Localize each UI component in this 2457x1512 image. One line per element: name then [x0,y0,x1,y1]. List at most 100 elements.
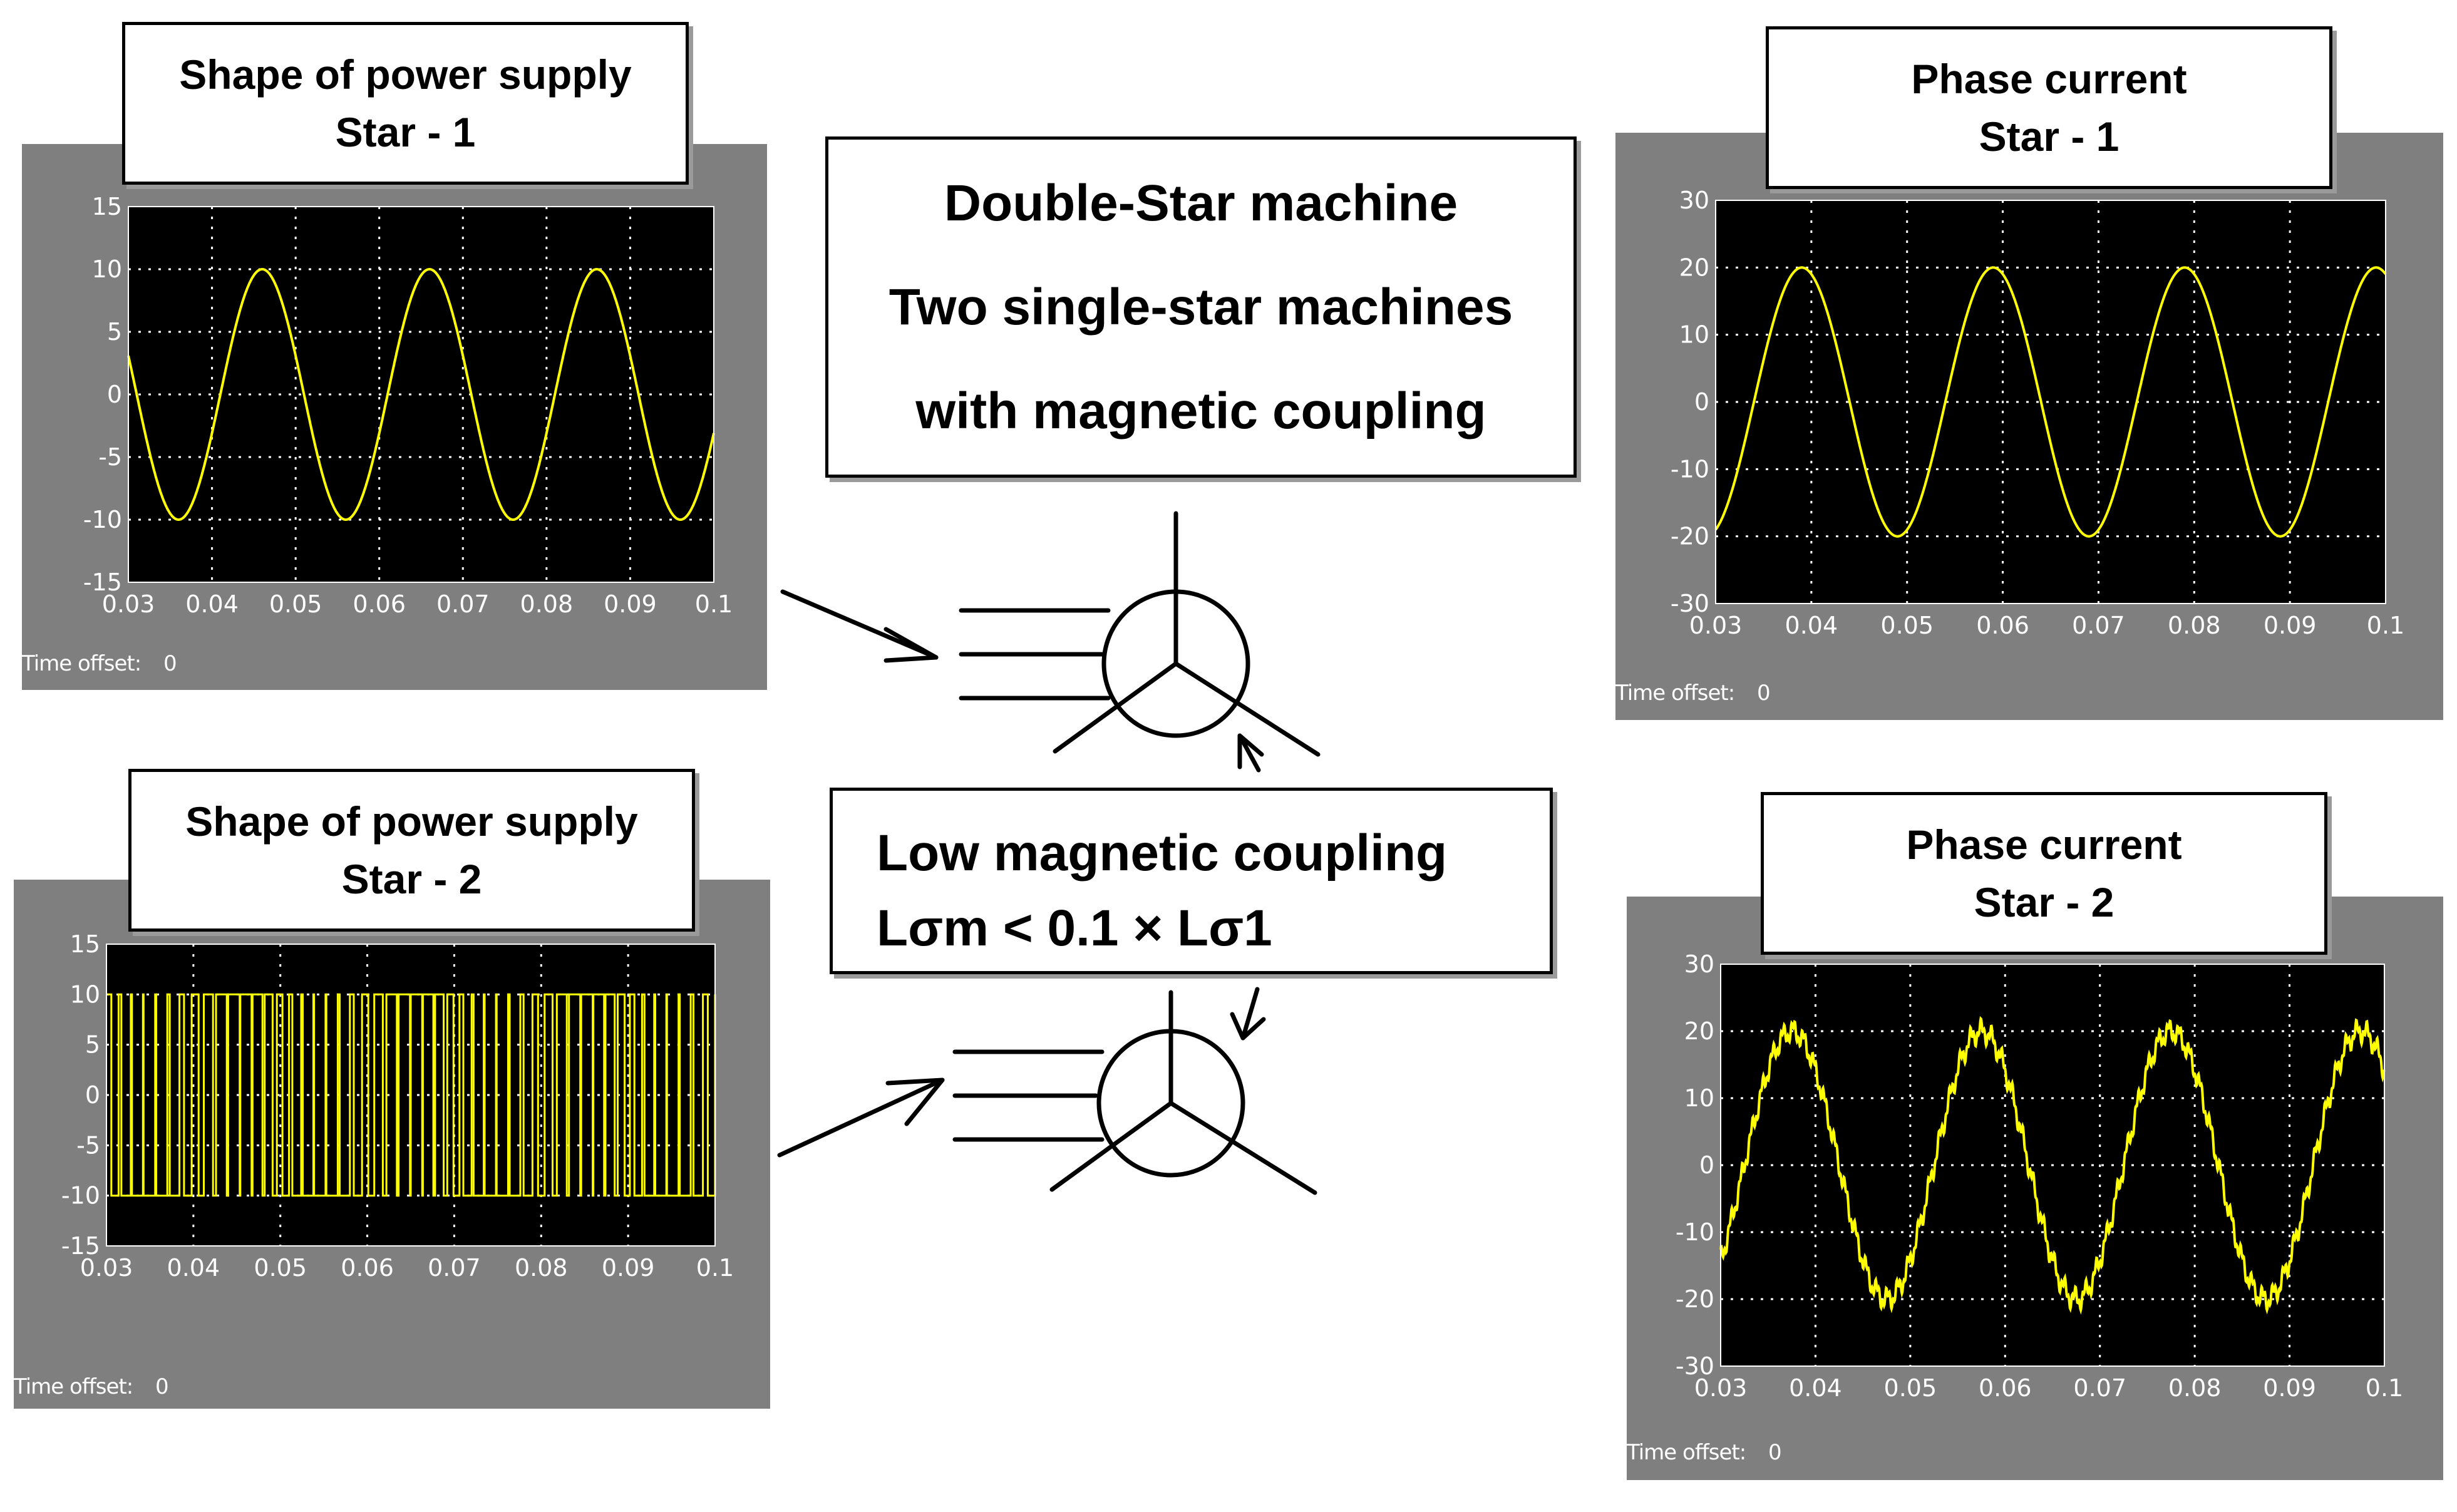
y-tick-label: 10 [1679,321,1709,349]
y-tick-label: 20 [1684,1017,1714,1045]
y-tick-label: -10 [1676,1218,1714,1246]
y-tick-label: -5 [98,443,122,471]
arrow-icon [780,589,939,663]
x-tick-label: 0.07 [2073,1374,2126,1402]
y-tick-label: -5 [76,1131,100,1159]
scope-plot-svg: 30 20 10 0 -10 -20 -300.03 0.04 0.05 0.06 0.07 0.08… [1671,187,2404,639]
signal-trace [1714,266,2387,538]
y-tick-label: -15 [83,568,122,596]
time-offset: Time offset: 0 [14,1374,169,1399]
time-offset: Time offset: 0 [1615,681,1771,706]
y-tick-label: 30 [1684,950,1714,978]
x-tick-label: 0.05 [269,590,322,618]
x-tick-label: 0.03 [102,590,155,618]
x-tick-label: 0.06 [1976,612,2029,639]
star-winding-2-icon [952,990,1317,1195]
y-tick-label: 0 [107,381,122,408]
coupling-line-1: Low magnetic coupling [877,825,1448,882]
x-tick-label: 0.06 [1979,1374,2032,1402]
scope-subtitle: Star - 2 [341,856,482,902]
scope-subtitle: Star - 1 [1979,113,2120,160]
coupling-arrow-icon [1230,987,1266,1041]
y-tick-label: -10 [1671,455,1709,483]
x-tick-label: 0.05 [1880,612,1934,639]
x-tick-label: 0.09 [2263,1374,2316,1402]
y-tick-label: -10 [83,506,122,533]
coupling-condition-box: Low magnetic coupling Lσm < 0.1 × Lσ1 [830,788,1553,974]
scope-title-box: Phase current Star - 2 [1761,792,2327,955]
y-tick-label: -30 [1676,1352,1714,1380]
y-tick-label: 10 [92,255,122,283]
machine-description-box: Double-Star machine Two single-star mach… [825,136,1577,478]
y-tick-label: 0 [85,1081,100,1109]
time-offset: Time offset: 0 [22,651,177,676]
scope-title: Shape of power supply [179,51,632,98]
coupling-arrow-icon [1237,733,1264,773]
x-tick-label: 0.04 [1785,612,1838,639]
plot-frame [128,206,714,583]
time-offset-label: Time offset: [22,651,142,676]
scope-title: Phase current [1911,56,2187,102]
plot-frame [106,944,716,1247]
y-tick-label: -10 [61,1182,100,1210]
x-tick-label: 0.08 [520,590,574,618]
y-tick-label: -30 [1671,590,1709,617]
x-tick-label: 0.06 [353,590,406,618]
time-offset-label: Time offset: [14,1374,133,1399]
x-tick-label: 0.03 [1694,1374,1748,1402]
x-tick-label: 0.1 [2367,612,2404,639]
plot-frame [1720,964,2385,1367]
time-offset-value: 0 [1768,1440,1782,1465]
y-tick-label: -20 [1671,523,1709,550]
plot-frame [1715,200,2386,604]
y-tick-label: 5 [85,1031,100,1059]
scope-subtitle: Star - 1 [335,109,476,155]
y-tick-label: 15 [70,930,100,958]
y-tick-label: -15 [61,1232,100,1260]
x-tick-label: 0.07 [428,1254,481,1282]
x-tick-label: 0.09 [602,1254,655,1282]
x-tick-label: 0.09 [2264,612,2317,639]
coupling-line-2: Lσm < 0.1 × Lσ1 [877,900,1272,957]
time-offset-value: 0 [1757,681,1771,706]
scope-title: Phase current [1906,821,2182,868]
y-tick-label: 5 [107,318,122,346]
x-tick-label: 0.08 [515,1254,568,1282]
y-tick-label: 0 [1694,388,1709,416]
time-offset-value: 0 [163,651,177,676]
x-tick-label: 0.1 [695,590,733,618]
y-tick-label: 30 [1679,187,1709,214]
y-tick-label: 10 [70,980,100,1008]
scope-title-box: Shape of power supply Star - 1 [122,22,689,185]
time-offset-value: 0 [155,1374,169,1399]
signal-trace [127,268,715,521]
scope-title-box: Shape of power supply Star - 2 [128,769,695,932]
y-tick-label: -20 [1676,1285,1714,1313]
description-line-3: with magnetic coupling [915,382,1486,440]
x-tick-label: 0.05 [254,1254,307,1282]
scope-plot-svg: 15 10 5 0 -5 -10 -150.03 0.04 0.05 0.06 0.07 0.08 0.… [61,930,734,1282]
arrow-icon [777,1077,945,1158]
description-line-2: Two single-star machines [889,278,1513,336]
x-tick-label: 0.03 [1689,612,1743,639]
x-tick-label: 0.1 [696,1254,734,1282]
x-tick-label: 0.03 [80,1254,133,1282]
x-tick-label: 0.07 [2072,612,2125,639]
description-line-1: Double-Star machine [944,174,1458,232]
x-tick-label: 0.04 [1789,1374,1842,1402]
signal-trace [106,993,716,1197]
x-tick-label: 0.09 [604,590,657,618]
x-tick-label: 0.06 [341,1254,394,1282]
x-tick-label: 0.08 [2168,612,2221,639]
signal-trace [1719,1016,2386,1315]
x-tick-label: 0.04 [167,1254,220,1282]
time-offset: Time offset: 0 [1627,1440,1782,1465]
y-tick-label: 0 [1699,1151,1714,1179]
y-tick-label: 20 [1679,254,1709,281]
x-tick-label: 0.04 [185,590,239,618]
